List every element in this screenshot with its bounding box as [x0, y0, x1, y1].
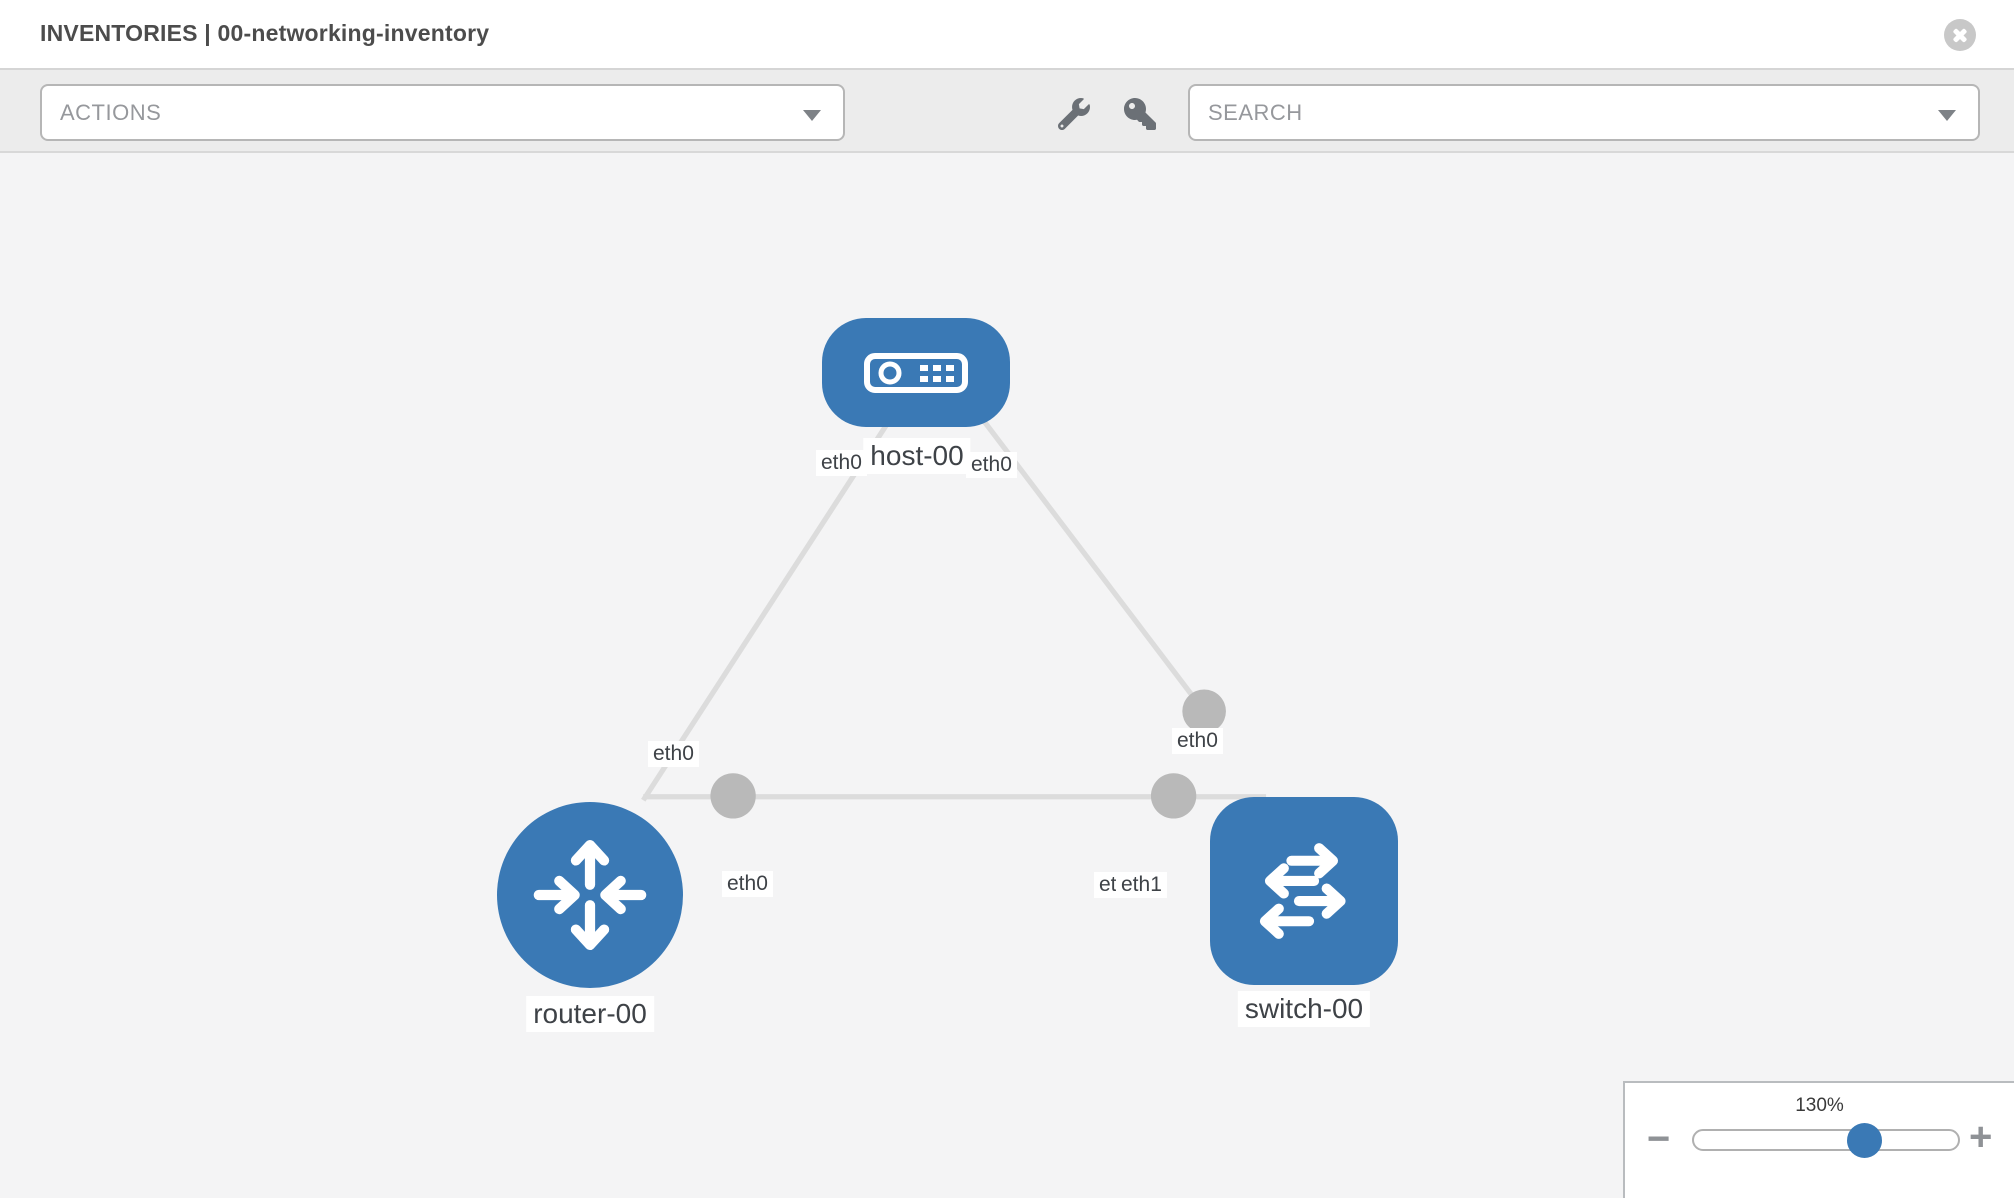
interface-label: eth0 — [722, 871, 773, 897]
zoom-slider-track[interactable] — [1692, 1129, 1960, 1151]
port-router-right — [710, 773, 756, 819]
chevron-down-icon — [803, 110, 821, 121]
links-layer — [641, 368, 1267, 819]
node-switch-00[interactable] — [1210, 797, 1398, 985]
zoom-slider-thumb[interactable] — [1847, 1123, 1882, 1158]
toolbar: ACTIONS SEARCH — [0, 70, 2014, 153]
link-host-switch — [957, 387, 1207, 713]
node-router-00[interactable] — [497, 802, 683, 988]
topology-canvas[interactable]: eth0 eth0 eth0 eth0 eth0 eth1 eth1 host-… — [0, 153, 2014, 1198]
chevron-down-icon — [1938, 110, 1956, 121]
key-icon[interactable] — [1124, 98, 1156, 130]
interface-label: eth0 — [816, 450, 867, 476]
zoom-level: 130% — [1795, 1095, 1844, 1116]
search-dropdown-label: SEARCH — [1208, 99, 1303, 125]
port-switch-left — [1150, 773, 1197, 819]
node-label-switch: switch-00 — [1237, 991, 1371, 1027]
interface-label: eth1 — [1116, 872, 1167, 898]
close-icon[interactable] — [1944, 19, 1976, 51]
wrench-icon[interactable] — [1057, 98, 1090, 131]
search-dropdown[interactable]: SEARCH — [1188, 84, 1980, 141]
header-bar: INVENTORIES | 00-networking-inventory — [0, 0, 2014, 70]
interface-label: eth0 — [1172, 728, 1223, 754]
node-label-host: host-00 — [863, 438, 971, 474]
host-icon — [864, 352, 968, 393]
zoom-in-button[interactable]: + — [1969, 1115, 1993, 1159]
zoom-panel: 130% − + — [1623, 1081, 2014, 1198]
interface-label: eth0 — [966, 452, 1017, 478]
page-title: INVENTORIES | 00-networking-inventory — [40, 20, 490, 46]
interface-label: eth0 — [648, 741, 699, 767]
node-host-00[interactable] — [822, 318, 1010, 427]
switch-icon — [1259, 843, 1346, 939]
zoom-out-button[interactable]: − — [1647, 1117, 1671, 1161]
actions-dropdown[interactable]: ACTIONS — [40, 84, 845, 141]
router-icon — [533, 839, 647, 951]
actions-dropdown-label: ACTIONS — [60, 99, 162, 125]
node-label-router: router-00 — [526, 996, 654, 1032]
port-switch-top — [1182, 689, 1226, 734]
